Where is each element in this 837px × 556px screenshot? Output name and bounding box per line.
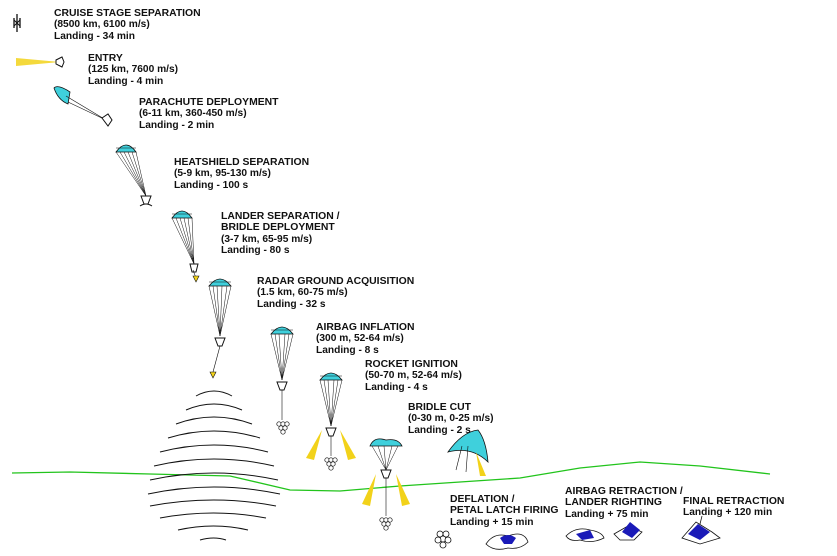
stage-timing: Landing - 2 min [139,119,215,131]
stage-label-parachute: PARACHUTE DEPLOYMENT (6-11 km, 360-450 m… [139,97,279,131]
stage-subtitle: LANDER RIGHTING [565,497,662,509]
stage-label-final: FINAL RETRACTION Landing + 120 min [683,496,784,519]
stage-label-bridle: BRIDLE CUT (0-30 m, 0-25 m/s) Landing - … [408,402,494,436]
stage-timing: Landing - 4 min [88,75,164,87]
stage-label-entry: ENTRY (125 km, 7600 m/s) Landing - 4 min [88,53,178,87]
stage-timing: Landing - 34 min [54,30,135,42]
radar-acquisition-icon [208,278,232,379]
stage-label-radar: RADAR GROUND ACQUISITION (1.5 km, 60-75 … [257,276,414,310]
cruise-stage-icon [13,14,21,32]
bridle-deployed-icon [362,438,410,531]
stage-timing: Landing + 15 min [450,516,534,528]
entry-icon [16,56,65,68]
stage-timing: Landing - 2 s [408,424,471,436]
stage-title: ROCKET IGNITION [365,359,458,370]
stage-label-cruise: CRUISE STAGE SEPARATION (8500 km, 6100 m… [54,8,201,42]
airbag-inflation-icon [270,326,294,435]
deflation-icon [434,530,529,550]
rocket-ignition-icon [306,372,356,471]
stage-label-deflation: DEFLATION / PETAL LATCH FIRING Landing +… [450,494,559,528]
lander-separation-icon [171,210,200,283]
stage-params: (125 km, 7600 m/s) [88,64,179,76]
stage-title: PARACHUTE DEPLOYMENT [139,97,279,108]
stage-params: (5-9 km, 95-130 m/s) [174,168,271,180]
stage-title: HEATSHIELD SEPARATION [174,157,310,168]
stage-title: ENTRY [88,53,123,64]
parachute-deployment-icon [53,86,113,127]
stage-params: (8500 km, 6100 m/s) [54,19,150,31]
stage-title: CRUISE STAGE SEPARATION [54,8,201,19]
stage-label-airbag: AIRBAG INFLATION (300 m, 52-64 m/s) Land… [316,322,415,356]
stage-title: DEFLATION / [450,494,515,505]
stage-subtitle: PETAL LATCH FIRING [450,505,559,517]
stage-timing: Landing + 120 min [683,507,773,519]
stage-timing: Landing - 100 s [174,179,249,191]
stage-label-rocket: ROCKET IGNITION (50-70 m, 52-64 m/s) Lan… [365,359,462,393]
stage-params: (300 m, 52-64 m/s) [316,333,404,345]
stage-timing: Landing - 4 s [365,381,428,393]
airbag-retraction-icon [565,522,643,542]
stage-label-retraction: AIRBAG RETRACTION / LANDER RIGHTING Land… [565,486,683,520]
stage-title: AIRBAG INFLATION [316,322,415,333]
stage-params: (0-30 m, 0-25 m/s) [408,413,494,425]
stage-label-heatshield: HEATSHIELD SEPARATION (5-9 km, 95-130 m/… [174,157,309,191]
stage-label-lander-sep: LANDER SEPARATION / BRIDLE DEPLOYMENT (3… [221,211,340,257]
radar-rings [147,390,281,541]
stage-title: AIRBAG RETRACTION / [565,486,683,497]
stage-params: (3-7 km, 65-95 m/s) [221,233,313,245]
stage-params: (1.5 km, 60-75 m/s) [257,287,348,299]
stage-title: RADAR GROUND ACQUISITION [257,276,415,287]
stage-timing: Landing - 80 s [221,245,290,257]
stage-params: (50-70 m, 52-64 m/s) [365,370,462,382]
stage-title: FINAL RETRACTION [683,496,785,507]
stage-timing: Landing - 32 s [257,298,326,310]
bridle-cut-icon [447,429,489,476]
stage-subtitle: BRIDLE DEPLOYMENT [221,222,335,234]
heatshield-separation-icon [115,144,153,207]
stage-params: (6-11 km, 360-450 m/s) [139,108,247,120]
stage-title: BRIDLE CUT [408,402,471,413]
stage-timing: Landing - 8 s [316,344,379,356]
stage-title: LANDER SEPARATION / [221,211,340,222]
stage-timing: Landing + 75 min [565,508,649,520]
final-retraction-icon [681,515,721,545]
